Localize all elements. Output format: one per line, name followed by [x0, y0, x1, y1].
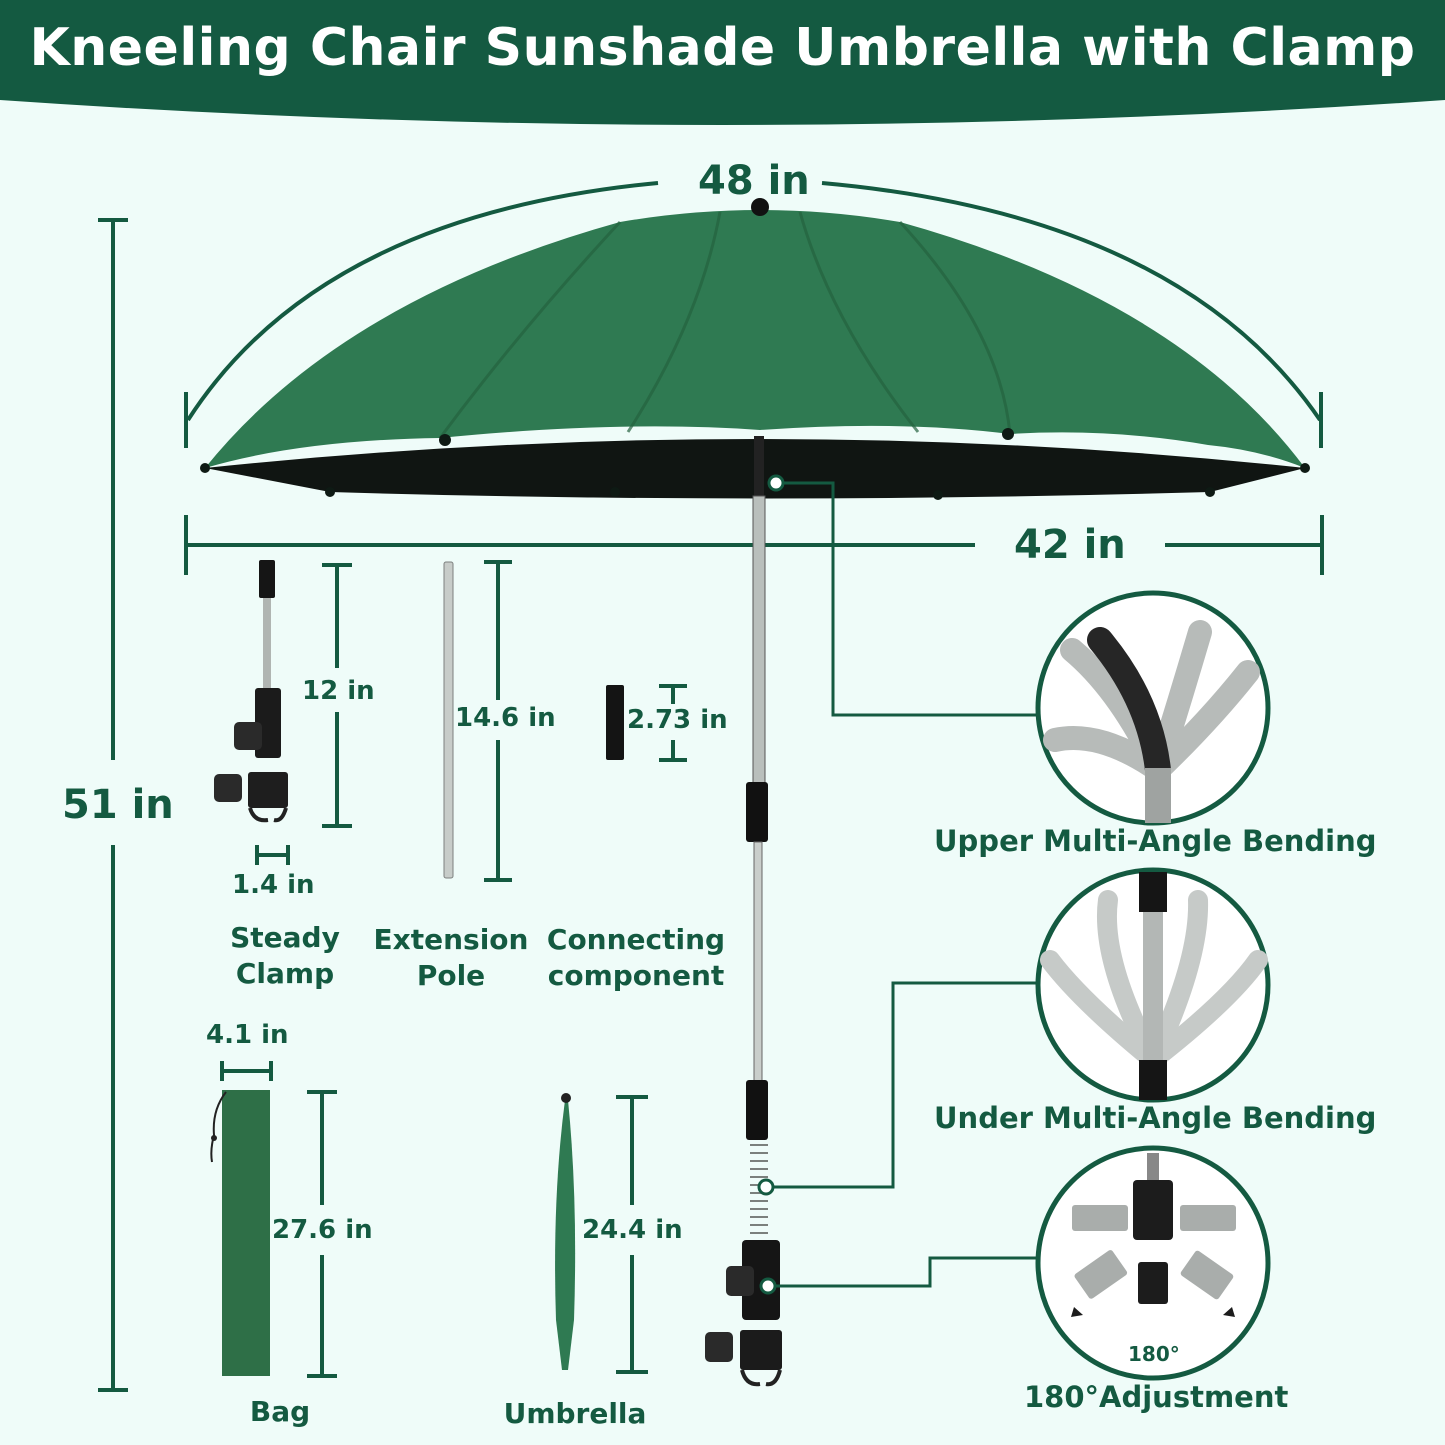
clamp-height-label: 12 in [302, 676, 375, 706]
pole-caption: Extension Pole [373, 923, 529, 992]
title-banner-shape [0, 0, 1445, 125]
rotation-icon [1035, 1145, 1271, 1381]
folded-umbrella-dimension [616, 1095, 648, 1374]
clamp-width-label: 1.4 in [232, 870, 315, 900]
connector-dimension [659, 684, 687, 762]
pole-dimension [484, 560, 512, 882]
umbrella-illustration [200, 198, 1310, 500]
canopy-width-dimension [184, 515, 1324, 575]
canopy-width-label: 42 in [1014, 522, 1126, 568]
upper-bending-caption: Upper Multi-Angle Bending [934, 824, 1377, 858]
folded-umbrella-illustration [555, 1093, 576, 1370]
canopy-top [205, 210, 1305, 468]
rotation-angle-label: 180° [1128, 1342, 1180, 1366]
leader-lines [766, 481, 1040, 1288]
spring-bend-icon-upper [1035, 590, 1271, 826]
pole-illustration [443, 561, 454, 879]
page-title: Kneeling Chair Sunshade Umbrella with Cl… [29, 18, 1416, 78]
bag-illustration [210, 1090, 270, 1376]
under-bending-caption: Under Multi-Angle Bending [934, 1101, 1377, 1135]
connector-length-label: 2.73 in [627, 705, 728, 735]
spring-bend-icon-under [1035, 867, 1271, 1103]
canopy-arc-dimension [184, 181, 1323, 448]
folded-umbrella-length-label: 24.4 in [582, 1215, 683, 1245]
clamp-illustration [214, 560, 288, 823]
connector-illustration [606, 685, 624, 760]
bag-length-label: 27.6 in [272, 1215, 373, 1245]
bag-caption: Bag [249, 1395, 311, 1428]
height-dimension [98, 218, 128, 1392]
bag-dimensions [220, 1061, 337, 1378]
clamp-caption: Steady Clamp [230, 921, 340, 990]
connector-caption: Connecting component [546, 923, 726, 992]
umbrella-caption: Umbrella [503, 1397, 647, 1430]
main-pole [705, 436, 782, 1387]
rotation-caption: 180°Adjustment [1024, 1380, 1289, 1414]
clamp-dimensions [255, 563, 352, 865]
bag-width-label: 4.1 in [206, 1020, 289, 1050]
pole-length-label: 14.6 in [455, 703, 556, 733]
canopy-arc-label: 48 in [698, 158, 810, 204]
leader-dots [757, 474, 785, 1295]
total-height-label: 51 in [62, 782, 174, 828]
